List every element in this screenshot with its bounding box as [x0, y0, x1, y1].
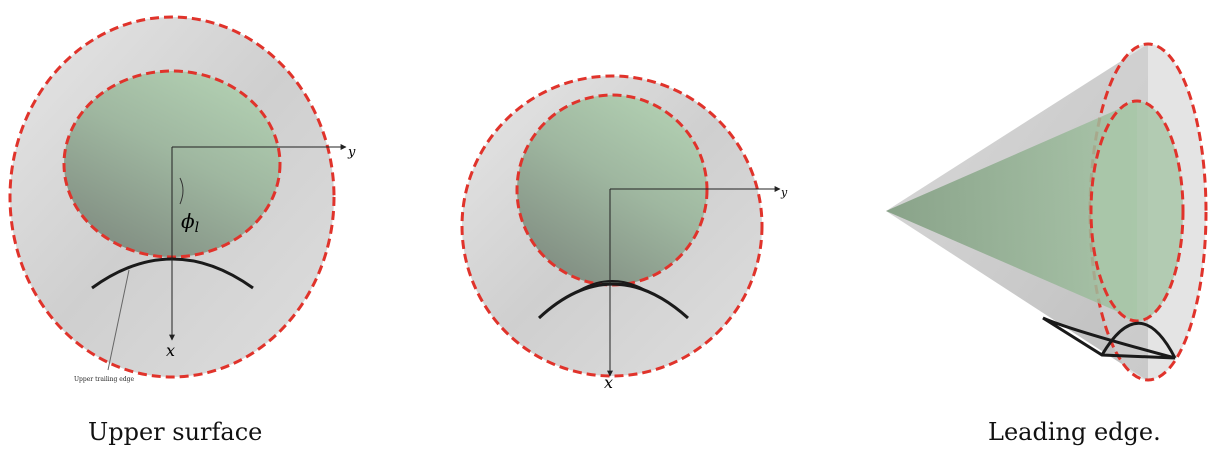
angle-arc: [179, 177, 184, 205]
right-panel: Leading edge.: [886, 42, 1208, 446]
right-caption: Leading edge.: [988, 418, 1161, 446]
inner-cone-base: [1089, 99, 1185, 323]
annotation-leader: [107, 269, 130, 371]
inner-cone: [886, 101, 1137, 320]
y-axis-label: y: [780, 186, 788, 199]
annotation-text: Upper trailing edge: [74, 376, 135, 383]
left-panel: y x ϕl Upper trailing edge Upper surface: [8, 15, 356, 446]
x-axis-label: x: [604, 373, 613, 392]
x-axis-label: x: [166, 341, 175, 360]
y-axis-label: y: [347, 145, 356, 160]
inner-circle: [515, 93, 709, 287]
left-caption: Upper surface: [88, 418, 262, 446]
angle-label: ϕl: [181, 209, 199, 236]
trailing-edge-curve-1: [537, 282, 689, 320]
trailing-edge-curve-2: [1100, 321, 1177, 359]
trailing-edge-curve-2: [579, 280, 646, 291]
middle-panel: y x: [460, 74, 788, 392]
